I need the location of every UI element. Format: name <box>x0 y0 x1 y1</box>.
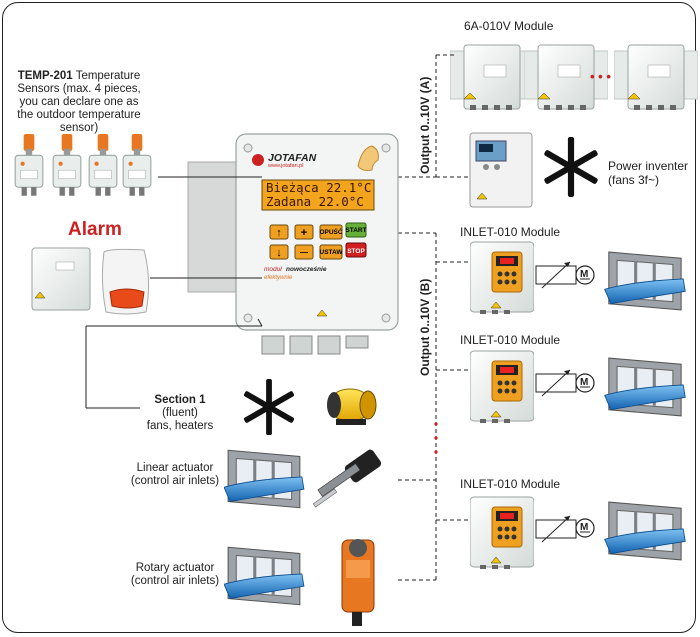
temp-sensor-line2: Sensors (max. 4 pieces, <box>17 83 141 95</box>
temp-sensor-line4: the outdoor temperature <box>17 109 141 121</box>
temp-sensor-line3: you can declare one as <box>19 96 139 108</box>
inlet-module-2-graphic <box>470 350 687 423</box>
linear-actuator-icon <box>312 449 382 508</box>
6a-module-3 <box>614 44 698 110</box>
6a-module-1 <box>450 44 534 110</box>
rotary-actuator-icon <box>341 539 375 626</box>
power-inverter-label: Power inventer <box>608 159 689 173</box>
controller-brand: JOTAFAN <box>268 152 317 164</box>
key-down: ↓ <box>276 247 282 259</box>
linear-actuator-label: Linear actuator <box>136 462 214 474</box>
controller-slogan-1: moduł <box>264 266 282 273</box>
output-b-wiring <box>398 232 468 581</box>
temp-sensor-3 <box>88 134 118 197</box>
temp-sensor-caption: TEMP-201 Temperature Sensors (max. 4 pie… <box>6 70 152 135</box>
linear-air-inlet-icon <box>224 448 306 510</box>
key-minus: — <box>300 248 308 257</box>
temp-sensor-2 <box>52 134 82 197</box>
motor-label-3: M <box>580 522 589 533</box>
key-stop: STOP <box>347 248 365 255</box>
output-a-label: Output 0..10V (A) <box>418 76 432 174</box>
section1-line3: fans, heaters <box>146 420 214 432</box>
rotary-actuator-sublabel: (control air inlets) <box>130 575 220 587</box>
heater-icon <box>327 388 377 425</box>
temp-sensor-name: TEMP-201 <box>17 70 73 82</box>
lcd-line-2: Zadana 22.0°C <box>266 194 364 209</box>
motor-label-1: M <box>580 269 589 280</box>
6a-module-continuation-dots: • • • <box>590 69 611 84</box>
inlet-module-3-graphic <box>470 496 687 569</box>
power-inverter-device <box>469 132 533 208</box>
section-fan-icon <box>243 378 295 436</box>
output-b-label: Output 0..10V (B) <box>418 278 432 376</box>
motor-label-2: M <box>580 377 589 388</box>
linear-actuator-sublabel: (control air inlets) <box>130 475 220 487</box>
power-inverter-sublabel: (fans 3f~) <box>608 173 660 187</box>
rotary-actuator-label: Rotary actuator <box>135 562 215 574</box>
key-up: ↑ <box>276 227 282 239</box>
controller-url: www.jotafan.pl <box>268 163 304 169</box>
inlet-module-2-title: INLET-010 Module <box>460 333 561 347</box>
6a-module-title: 6A-010V Module <box>464 19 554 33</box>
key-opusc: OPUŚĆ <box>319 227 342 236</box>
controller-graphic <box>187 133 399 355</box>
controller-slogan-2: nowocześnie <box>286 266 327 273</box>
controller-keypad: ↑ + OPUŚĆ START ↓ — USTAW STOP <box>269 222 367 260</box>
lcd-line-1: Bieżąca 22.1°C <box>266 180 372 195</box>
inlet-module-3-title: INLET-010 Module <box>460 477 561 491</box>
temp-sensor-line1: Temperature <box>72 70 141 82</box>
controller-slogan-3: efektywnie <box>264 275 293 281</box>
inlet-module-1-graphic <box>470 241 687 314</box>
key-start: START <box>345 227 366 234</box>
output-a-wiring <box>398 54 468 178</box>
alarm-label: Alarm <box>68 219 122 240</box>
key-ustaw: USTAW <box>320 249 344 256</box>
temp-sensor-line5: sensor) <box>59 122 99 134</box>
section1-title: Section 1 <box>154 394 206 406</box>
temp-sensor-4 <box>122 134 152 197</box>
rotary-air-inlet-icon <box>224 545 306 607</box>
alarm-devices <box>31 247 150 315</box>
section1-line2: (fluent) <box>162 407 198 419</box>
inlet-module-1-title: INLET-010 Module <box>460 225 561 239</box>
key-plus: + <box>301 227 307 239</box>
continuation-dots <box>434 422 438 454</box>
section-wiring <box>85 318 263 409</box>
temp-sensor-1 <box>14 134 44 197</box>
inverter-fan-icon <box>543 137 599 197</box>
